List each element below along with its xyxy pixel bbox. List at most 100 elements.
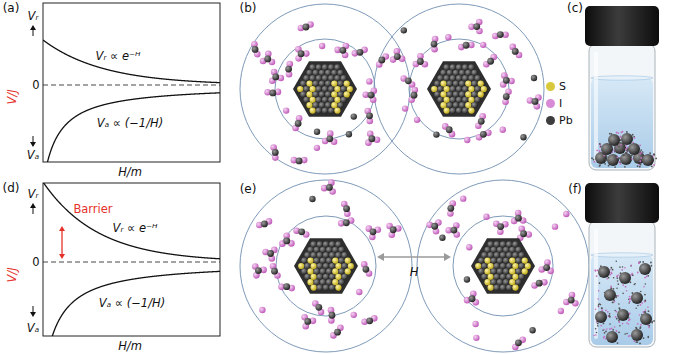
illustration-shape [639,166,641,168]
nanocrystal-dot [642,154,654,166]
illustration-shape [609,328,611,330]
atom [334,75,340,81]
atom [484,268,490,274]
illustration-shape [589,221,655,347]
illustration-shape [635,327,637,329]
illustration-shape [604,332,606,334]
atom [303,86,309,92]
atom [323,263,329,269]
legend-swatch [546,116,555,125]
atom [450,75,456,81]
atom [453,81,459,87]
illustration-shape [612,329,614,331]
atom [328,64,334,70]
illustration-shape [591,76,653,80]
illustration-shape [608,277,610,279]
atom [368,135,375,142]
illustration-shape [630,265,632,267]
atom [332,258,338,264]
illustration-shape [623,154,625,156]
atom [478,258,484,264]
illustration-shape [597,323,599,325]
atom [465,70,471,76]
atom [296,158,303,165]
atom [326,268,332,274]
illustration-shape [640,164,642,166]
atom [473,335,479,341]
illustration-shape [593,159,595,161]
atom [329,252,335,258]
energy-plot [30,182,220,346]
atom [326,258,332,264]
atom [462,75,468,81]
atom [306,70,312,76]
illustration-shape [591,78,653,168]
illustration-shape [637,323,639,325]
atom [468,64,474,70]
atom [512,48,519,55]
attraction-curve [43,271,220,336]
atom [329,312,336,319]
atom [311,263,317,269]
atom [459,70,465,76]
atom [487,58,494,65]
illustration-shape [653,153,655,155]
atom [304,263,310,269]
atom [466,244,472,250]
atom [437,97,443,103]
axis-tick: 0 [32,79,39,92]
atom [481,252,487,258]
atom [314,279,320,285]
atom [314,268,320,274]
illustration-shape [639,160,641,162]
atom [329,263,335,269]
atom [491,247,497,253]
atom [331,81,337,87]
atom [343,205,350,212]
illustration-shape [601,308,603,310]
nanocrystal-dot [620,153,632,165]
illustration-shape [639,153,641,155]
atom [304,274,310,280]
atom [347,86,353,92]
illustration-shape [625,286,627,288]
atom [368,92,375,99]
atom [342,263,348,269]
illustration-shape [635,341,637,343]
illustration-shape [617,280,619,282]
atom [255,267,262,274]
atom [462,108,468,114]
atom [334,329,341,336]
atom [303,24,310,31]
atom [444,75,450,81]
nanocrystal-dot [640,313,652,325]
atom [283,283,290,290]
atom [473,23,480,30]
atom [433,131,439,137]
atom [313,70,319,76]
atom [481,86,487,92]
atom [259,307,265,313]
atom [315,304,322,311]
atom [460,195,466,201]
illustration-shape [613,277,615,279]
atom [317,274,323,280]
illustration-shape [629,298,631,300]
illustration-shape [617,342,619,344]
atom [434,91,440,97]
atom [319,91,325,97]
atom [475,263,481,269]
axis-label: Vₐ [27,322,39,335]
atom [446,126,453,133]
atom [334,64,340,70]
atom [319,70,325,76]
illustration-shape [626,290,628,292]
atom [483,214,489,220]
atom [338,268,344,274]
atom [440,91,446,97]
illustration-shape [598,306,600,308]
repulsion-curve [43,183,220,259]
atom [310,86,316,92]
barrier-label: Barrier [73,203,112,216]
nanocrystal [427,61,491,116]
